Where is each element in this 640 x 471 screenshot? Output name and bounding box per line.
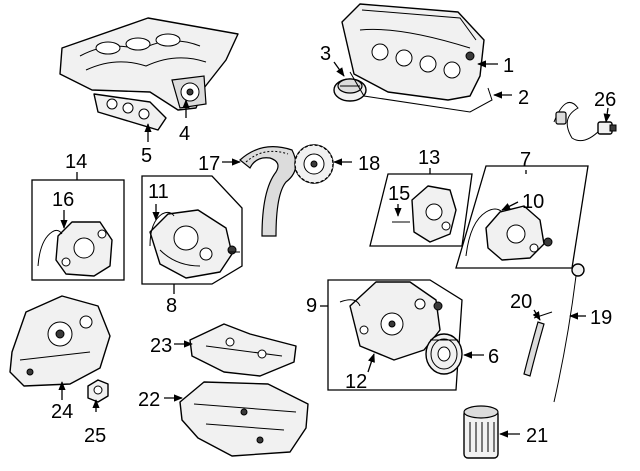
callout-1: 1 [503, 55, 514, 77]
callout-10: 10 [522, 191, 544, 213]
callout-6: 6 [488, 346, 499, 368]
callout-15: 15 [388, 183, 410, 205]
camshaft-pulley [294, 144, 334, 184]
timing-cover-middle [411, 185, 457, 243]
callout-11: 11 [148, 181, 169, 203]
group-box-8 [141, 175, 243, 285]
callout-25: 25 [84, 425, 106, 447]
callout-22: 22 [138, 389, 160, 411]
group-box-14 [31, 179, 125, 281]
callout-3: 3 [320, 43, 331, 65]
oxygen-sensor [553, 101, 617, 142]
leader-3 [333, 61, 345, 77]
leader-12 [367, 353, 375, 373]
callout-21: 21 [526, 425, 548, 447]
lower-timing-cover-rear [55, 221, 113, 277]
upper-timing-cover [149, 209, 240, 279]
oil-filler-cap [333, 78, 367, 102]
leader-10 [501, 201, 519, 211]
callout-14: 14 [65, 151, 87, 173]
oil-filter [463, 405, 499, 459]
dipstick [553, 263, 585, 403]
callout-8: 8 [166, 295, 177, 317]
callout-4: 4 [179, 123, 190, 145]
intake-manifold [59, 17, 239, 111]
timing-cover-gasket-front [465, 208, 503, 257]
crankshaft-pulley [425, 333, 463, 375]
timing-cover-front [485, 205, 553, 261]
callout-7: 7 [520, 149, 531, 171]
leader-20 [532, 309, 541, 321]
manifold-gasket [93, 93, 167, 131]
callout-26: 26 [594, 89, 616, 111]
timing-cover-seal [37, 229, 63, 267]
timing-cover-gasket-upper [149, 211, 175, 247]
callout-17: 17 [198, 153, 220, 175]
callout-20: 20 [510, 291, 532, 313]
leader-26 [603, 107, 611, 123]
callout-18: 18 [358, 153, 380, 175]
callout-16: 16 [52, 189, 74, 211]
callout-24: 24 [51, 401, 73, 423]
timing-belt [239, 146, 297, 237]
callout-2: 2 [518, 87, 529, 109]
callout-19: 19 [590, 307, 612, 329]
callout-5: 5 [141, 145, 152, 167]
oil-pump [9, 295, 111, 387]
callout-13: 13 [418, 147, 440, 169]
oil-pan [179, 381, 309, 457]
oil-baffle-plate [189, 323, 297, 377]
valve-cover [341, 3, 485, 101]
callout-23: 23 [150, 335, 172, 357]
valve-cover-gasket [349, 71, 493, 113]
callout-12: 12 [345, 371, 367, 393]
housing-gasket [339, 299, 361, 307]
dipstick-tube [523, 321, 545, 377]
callout-9: 9 [306, 295, 317, 317]
oil-pump-housing [349, 281, 443, 361]
oil-filter-adapter [87, 379, 109, 403]
